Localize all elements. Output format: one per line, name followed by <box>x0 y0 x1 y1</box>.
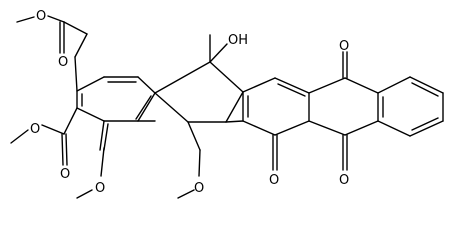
bond <box>409 76 444 94</box>
atom-label-quinone-top-o: O <box>339 39 349 54</box>
bond <box>74 33 88 58</box>
bond <box>76 189 93 199</box>
bond <box>16 16 35 23</box>
bond <box>100 147 105 177</box>
bond <box>137 92 156 122</box>
bond <box>137 76 156 94</box>
molecule-diagram: O O O O O O OH O O O <box>10 9 444 199</box>
atom-label-ester-left-carbonyl-o: O <box>60 167 70 182</box>
bond <box>177 189 195 199</box>
bond <box>63 107 78 135</box>
bond <box>308 77 346 94</box>
bond <box>61 133 64 166</box>
bond <box>274 77 310 94</box>
bond <box>154 92 189 123</box>
bond <box>344 120 379 136</box>
bond <box>99 120 105 151</box>
bond <box>411 117 439 131</box>
atom-label-methoxy-1-o: O <box>95 181 105 196</box>
bond <box>187 121 201 151</box>
atom-label-methoxy-2-o: O <box>194 181 204 196</box>
bond <box>409 120 444 137</box>
bond <box>277 83 306 97</box>
bond <box>41 124 65 135</box>
bond <box>198 149 201 177</box>
bond <box>344 77 379 94</box>
bond <box>242 77 276 93</box>
structure-svg: O O O O O O OH O O O <box>10 9 444 199</box>
bond <box>154 61 211 94</box>
bond <box>135 95 152 120</box>
atom-label-hydroxyl: OH <box>228 33 248 48</box>
bond <box>76 107 105 122</box>
atom-label-ester-left-ether-o: O <box>30 122 40 137</box>
atom-label-ester-top-ether-o: O <box>36 9 46 24</box>
bond <box>308 120 346 136</box>
atom-label-ester-top-carbonyl-o: O <box>58 55 68 70</box>
bond <box>274 120 310 136</box>
bond <box>74 56 78 92</box>
bond <box>377 76 411 94</box>
bond <box>242 120 276 136</box>
bond <box>411 82 439 97</box>
atom-label-quinone-bottom-o: O <box>339 173 349 188</box>
bond <box>65 133 68 166</box>
atom-label-ketone-mid-o: O <box>269 173 279 188</box>
bond <box>10 129 29 144</box>
bond <box>225 91 244 123</box>
bond <box>209 43 228 63</box>
bond <box>377 120 411 137</box>
bond <box>209 61 244 93</box>
bond <box>103 123 109 151</box>
bond <box>76 76 105 92</box>
bond <box>63 21 88 35</box>
bond <box>225 120 244 123</box>
bond <box>47 15 65 23</box>
